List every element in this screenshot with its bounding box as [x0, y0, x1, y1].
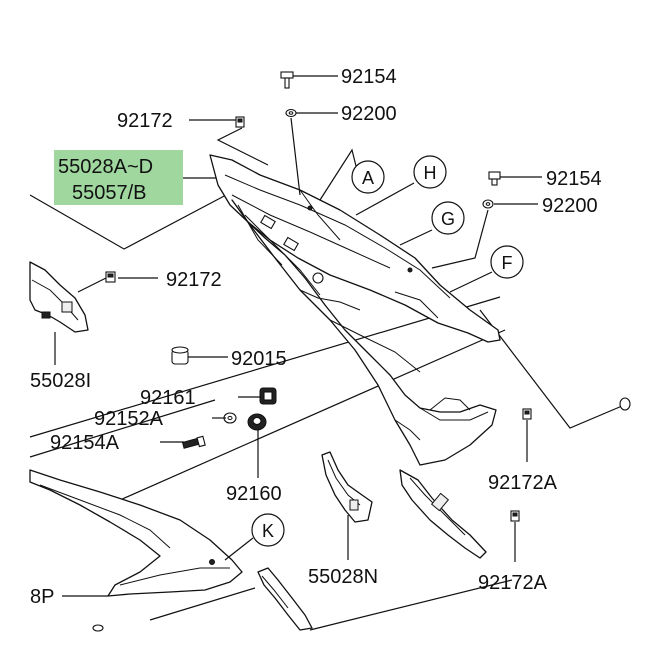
callout-F: F [449, 245, 524, 293]
label-92160: 92160 [226, 483, 282, 505]
label-55028AD: 55028A~D [58, 156, 153, 178]
inner-bracket-55028N [321, 451, 373, 523]
screw-92154-right [488, 171, 501, 186]
callout-G: G [399, 201, 465, 246]
lower-bracket [399, 469, 487, 559]
label-92015: 92015 [231, 348, 287, 370]
left-panel-55028I [29, 261, 89, 333]
label-92154-top: 92154 [341, 66, 397, 88]
guide-lines [29, 177, 623, 631]
label-92200-top: 92200 [341, 103, 397, 125]
callout-H: H [355, 155, 447, 216]
clip-92172A-a [522, 408, 532, 420]
label-92172-left: 92172 [166, 269, 222, 291]
callout-K: K [224, 513, 285, 561]
grommet-92160 [247, 413, 267, 431]
washer-92200-top [285, 108, 297, 118]
label-92172A-a: 92172A [488, 472, 558, 494]
label-92172A-b: 92172A [478, 572, 548, 594]
callout-H-letter: H [424, 163, 437, 183]
label-92154-right: 92154 [546, 168, 602, 190]
bottom-left-cowl [29, 469, 243, 597]
callout-A: A [319, 148, 385, 201]
clip-92172A-b [510, 510, 520, 522]
label-8P: 8P [30, 586, 54, 608]
collar-92015 [171, 346, 189, 365]
label-92200-right: 92200 [542, 195, 598, 217]
bottom-small-bracket [257, 567, 313, 631]
side-cowl-main [209, 154, 501, 343]
label-leaders [54, 75, 542, 597]
callout-A-letter: A [362, 168, 374, 188]
label-92161: 92161 [140, 387, 196, 409]
label-55057B: 55057/B [72, 182, 147, 204]
label-92154A: 92154A [50, 432, 120, 454]
label-92172-top: 92172 [117, 110, 173, 132]
hardware [92, 71, 631, 632]
clip-right-edge [619, 397, 631, 411]
grommet-92161 [259, 387, 277, 405]
washer-92152A [223, 412, 237, 424]
lower-fairing [231, 199, 497, 466]
label-55028I: 55028I [30, 370, 91, 392]
screw-92154-top [280, 71, 294, 89]
callout-F-letter: F [502, 253, 513, 273]
clip-92172-top [235, 116, 245, 128]
part-labels: 92154 92200 92172 55028A~D 55057/B 92154… [30, 66, 602, 608]
callout-G-letter: G [441, 209, 455, 229]
callout-K-letter: K [262, 521, 274, 541]
label-55028N: 55028N [308, 566, 378, 588]
highlight-box [54, 150, 183, 205]
label-92152A: 92152A [94, 408, 164, 430]
clip-92172-left [105, 271, 116, 283]
washer-92200-right [482, 199, 494, 209]
screw-bottom-left [92, 624, 104, 632]
screw-92154A [181, 435, 206, 449]
